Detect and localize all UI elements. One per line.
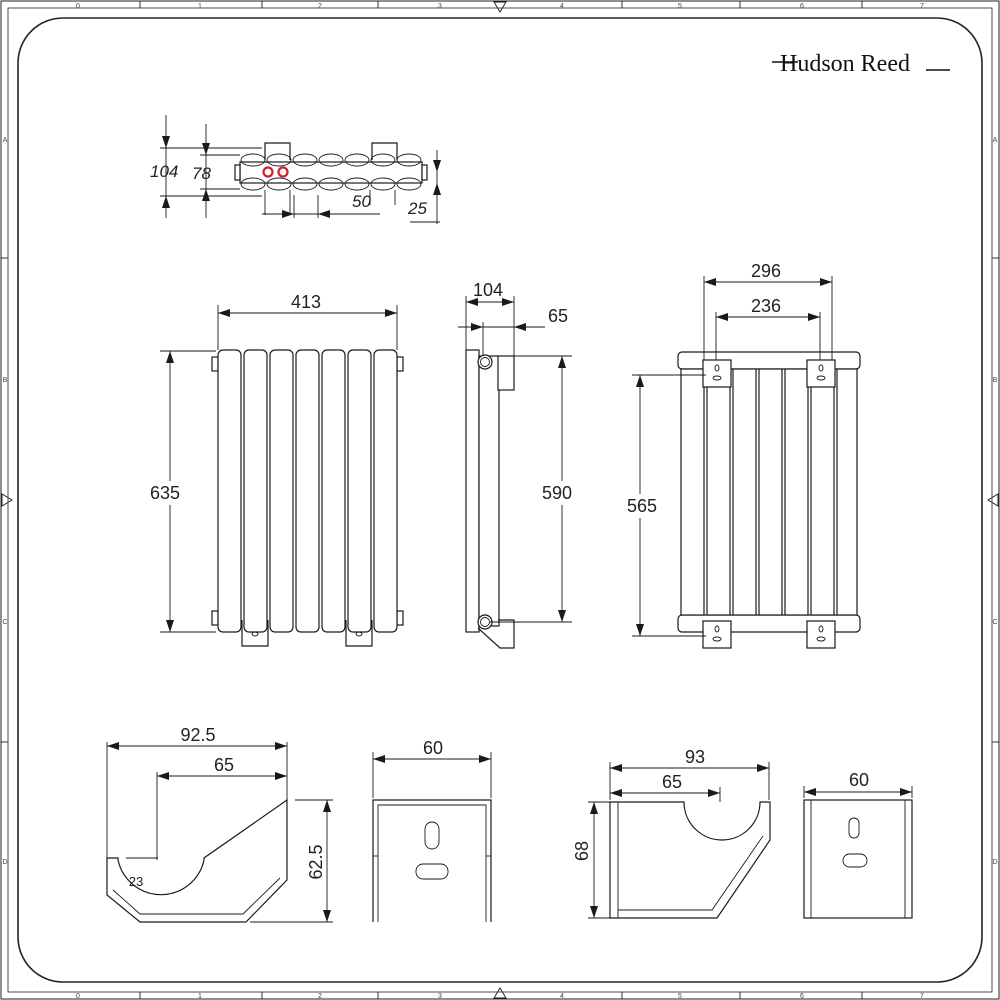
col-label: 1 — [198, 993, 202, 1000]
bracket-detail-right-side: 93 65 68 — [572, 747, 771, 919]
dim-left-bracket-seat: 65 — [214, 755, 234, 775]
dim-top-depth-overall: 104 — [150, 162, 178, 181]
dim-back-height: 565 — [627, 496, 657, 516]
side-view: 104 65 590 — [458, 280, 578, 649]
row-label: D — [2, 859, 7, 866]
brand-name: Hudson Reed — [780, 51, 910, 77]
col-label: 6 — [800, 3, 804, 10]
dim-right-bracket-height: 68 — [572, 841, 592, 861]
col-label: 4 — [560, 993, 564, 1000]
dim-left-front-width: 60 — [423, 738, 443, 758]
col-label: 5 — [678, 3, 682, 10]
row-label: C — [2, 619, 7, 626]
dim-front-width: 413 — [291, 292, 321, 312]
pipe-connection-icon — [262, 166, 274, 178]
col-label: 2 — [318, 993, 322, 1000]
ruler-labels: 0 1 2 3 4 5 6 7 0 1 2 3 4 5 6 7 A B C D … — [2, 3, 997, 1000]
wall-bracket — [702, 359, 732, 388]
dim-right-bracket-length: 93 — [685, 747, 705, 767]
row-label: B — [3, 377, 8, 384]
back-tubes — [680, 368, 858, 616]
wall-bracket — [806, 620, 836, 649]
col-label: 7 — [920, 993, 924, 1000]
wall-bracket — [806, 359, 836, 388]
col-label: 1 — [198, 3, 202, 10]
dim-top-depth-pipe: 78 — [192, 164, 211, 183]
row-label: A — [3, 137, 8, 144]
col-label: 0 — [76, 993, 80, 1000]
dim-side-centres: 590 — [542, 483, 572, 503]
dim-front-height: 635 — [150, 483, 180, 503]
back-view: 296 236 565 — [622, 261, 861, 649]
dim-top-pipe-offset: 25 — [407, 199, 427, 218]
top-view: 104 78 50 25 — [150, 115, 441, 224]
dim-right-bracket-seat: 65 — [662, 772, 682, 792]
dim-left-bracket-length: 92.5 — [180, 725, 215, 745]
col-label: 3 — [438, 3, 442, 10]
tube-outlines — [240, 153, 422, 191]
dim-right-front-width: 60 — [849, 770, 869, 790]
pipe-connection-icon — [277, 166, 289, 178]
dim-top-pitch: 50 — [352, 192, 371, 211]
col-label: 7 — [920, 3, 924, 10]
col-label: 4 — [560, 3, 564, 10]
row-label: A — [993, 137, 998, 144]
front-tubes — [217, 349, 398, 633]
brand-logo: Hudson Reed — [772, 51, 950, 77]
dim-side-bracket: 65 — [548, 306, 568, 326]
dim-back-inner: 236 — [751, 296, 781, 316]
dim-side-depth: 104 — [473, 280, 503, 300]
bracket-detail-right-front: 60 — [803, 770, 913, 919]
col-label: 2 — [318, 3, 322, 10]
row-label: B — [993, 377, 998, 384]
front-view: 635 413 — [145, 292, 404, 647]
col-label: 3 — [438, 993, 442, 1000]
col-label: 0 — [76, 3, 80, 10]
row-label: C — [992, 619, 997, 626]
col-label: 5 — [678, 993, 682, 1000]
bracket-detail-left-side: 92.5 65 62.5 23 — [106, 725, 333, 923]
row-label: D — [992, 859, 997, 866]
col-label: 6 — [800, 993, 804, 1000]
dim-back-outer: 296 — [751, 261, 781, 281]
wall-bracket — [702, 620, 732, 649]
dim-left-bracket-radius: 23 — [129, 874, 143, 889]
bracket-detail-left-front: 60 — [372, 738, 492, 922]
dim-left-bracket-height: 62.5 — [306, 844, 326, 879]
